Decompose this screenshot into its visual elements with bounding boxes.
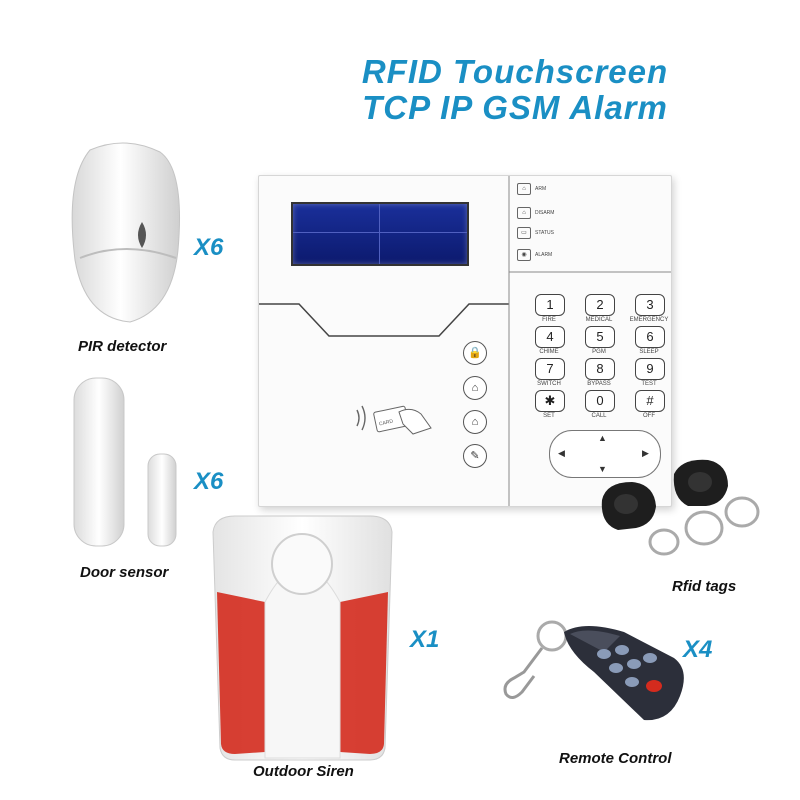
arm-away-icon[interactable]: 🔒 xyxy=(463,341,487,365)
keypad-key-6[interactable]: 6 xyxy=(635,326,665,348)
menu-item-disarm[interactable]: ⌂DISARM xyxy=(517,206,554,220)
keypad-key-hash[interactable]: # xyxy=(635,390,665,412)
keypad-key-5[interactable]: 5 xyxy=(585,326,615,348)
page-title-line1: RFID Touchscreen xyxy=(361,53,669,90)
navigation-pad: ▲ ▼ ◀ ▶ xyxy=(549,430,661,478)
lcd-screen xyxy=(291,202,469,266)
outdoor-siren-image xyxy=(212,515,393,761)
remote-quantity: X4 xyxy=(683,636,713,663)
rfid-tags-image xyxy=(601,459,760,556)
keypad-key-label: PGM xyxy=(592,349,606,355)
keypad-key-2[interactable]: 2 xyxy=(585,294,615,316)
keypad-key-label: SET xyxy=(543,413,555,419)
nav-left-icon[interactable]: ◀ xyxy=(558,448,565,458)
page-title-line2: TCP IP GSM Alarm xyxy=(362,89,668,126)
keypad-key-label: BYPASS xyxy=(587,381,611,387)
door-quantity: X6 xyxy=(194,468,224,495)
nav-up-icon[interactable]: ▲ xyxy=(598,433,607,443)
keypad-key-7[interactable]: 7 xyxy=(535,358,565,380)
keypad-key-label: MEDICAL xyxy=(585,317,613,323)
keypad-key-3[interactable]: 3 xyxy=(635,294,665,316)
keypad-key-label: SWITCH xyxy=(537,381,561,387)
keypad-key-0[interactable]: 0 xyxy=(585,390,615,412)
keypad-key-label: FIRE xyxy=(542,317,556,323)
keypad-key-star[interactable]: ✱ xyxy=(535,390,565,412)
pir-quantity: X6 xyxy=(194,234,224,261)
pir-detector-image xyxy=(71,142,180,323)
keypad-key-label: CHIME xyxy=(539,349,559,355)
home-arm-icon[interactable]: ⌂ xyxy=(463,376,487,400)
disarm-home-icon[interactable]: ⌂ xyxy=(463,410,487,434)
remote-caption: Remote Control xyxy=(559,750,672,767)
rfid-card-reader-icon xyxy=(356,405,432,435)
panel-divider xyxy=(259,176,671,506)
pir-caption: PIR detector xyxy=(78,338,167,355)
menu-item-status[interactable]: ▭STATUS xyxy=(517,226,554,240)
keypad-key-label: CALL xyxy=(591,413,607,419)
keypad-key-1[interactable]: 1 xyxy=(535,294,565,316)
keypad-key-label: TEST xyxy=(641,381,657,387)
nav-right-icon[interactable]: ▶ xyxy=(642,448,649,458)
alarm-control-panel: ⌂ARM ⌂DISARM ▭STATUS ◉ALARM 🔒 ⌂ ⌂ ✎ CARD… xyxy=(258,175,672,507)
log-icon[interactable]: ✎ xyxy=(463,444,487,468)
keypad-key-label: EMERGENCY xyxy=(629,317,669,323)
menu-item-alarm[interactable]: ◉ALARM xyxy=(517,248,552,262)
keypad-key-4[interactable]: 4 xyxy=(535,326,565,348)
siren-quantity: X1 xyxy=(410,626,440,653)
keypad-key-label: OFF xyxy=(643,413,655,419)
door-sensor-image xyxy=(73,377,177,547)
keypad-key-9[interactable]: 9 xyxy=(635,358,665,380)
siren-caption: Outdoor Siren xyxy=(253,763,354,780)
remote-control-image xyxy=(503,620,684,721)
door-caption: Door sensor xyxy=(80,564,169,581)
panel-menu: ⌂ARM ⌂DISARM ▭STATUS ◉ALARM xyxy=(509,180,669,270)
menu-item-arm[interactable]: ⌂ARM xyxy=(517,182,546,196)
keypad-key-8[interactable]: 8 xyxy=(585,358,615,380)
rfid-tags-caption: Rfid tags xyxy=(672,578,737,595)
nav-down-icon[interactable]: ▼ xyxy=(598,464,607,474)
keypad-key-label: SLEEP xyxy=(639,349,659,355)
